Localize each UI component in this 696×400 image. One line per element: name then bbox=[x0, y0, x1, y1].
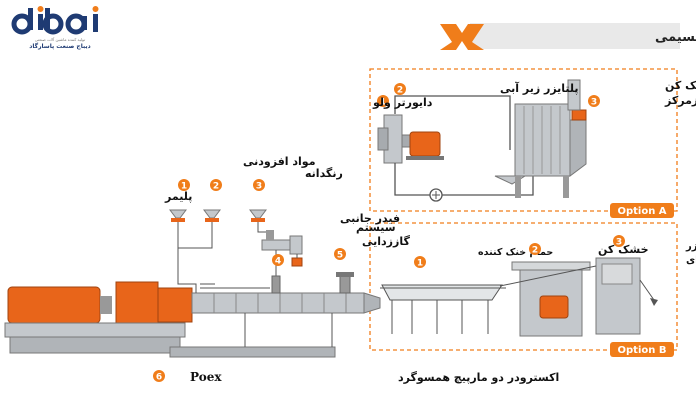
bath-number: 1 bbox=[417, 259, 423, 269]
header-x-icon bbox=[440, 24, 484, 50]
underwater-motor bbox=[409, 131, 441, 157]
bath-label: حمام خنک کننده bbox=[478, 247, 553, 258]
dryer-b-number: 2 bbox=[532, 246, 538, 256]
pigment-feeder bbox=[249, 209, 267, 219]
option-b-badge bbox=[610, 342, 674, 357]
logo-tagline: دیباج صنعت پاسارگاد bbox=[29, 42, 90, 50]
cooling-bath bbox=[381, 284, 503, 301]
extruder-label: اکسترودر دو مارپیچ همسوگرد bbox=[398, 371, 559, 384]
diverter-label: دایورتر ولو bbox=[372, 96, 433, 109]
underwater-number: 2 bbox=[397, 86, 403, 96]
strand-label-1: پلتایزر bbox=[685, 241, 696, 252]
underwater-label: پلتایزر زیر آبی bbox=[500, 81, 579, 95]
polymer-number-badge bbox=[178, 179, 190, 191]
pigment-label: رنگدانه bbox=[305, 167, 343, 180]
additives-label: مواد افزودنی bbox=[243, 155, 316, 168]
extruder-barrel bbox=[191, 292, 365, 314]
option-a-badge bbox=[610, 203, 674, 218]
pigment-number-badge bbox=[253, 179, 265, 191]
diverter-number-badge bbox=[377, 95, 389, 107]
side-feeder-number: 4 bbox=[275, 257, 281, 267]
diverter-number: 1 bbox=[380, 98, 386, 108]
option-a-badge-label: Option A bbox=[617, 206, 666, 217]
underwater-number-badge bbox=[394, 83, 406, 95]
main-motor bbox=[7, 286, 101, 324]
polymer-number: 1 bbox=[181, 182, 187, 192]
dryer-a-number-badge bbox=[588, 95, 600, 107]
option-b-panel: Option B 1 حمام خنک کننده 2 خشک کن 3 پلت… bbox=[369, 222, 696, 357]
side-feeder-label: فیدر جانبی bbox=[340, 212, 400, 225]
degassing-label-2: گاززدایی bbox=[362, 235, 410, 248]
degassing-label-1: سیستم bbox=[356, 221, 396, 234]
polymer-label: پلیمر bbox=[164, 190, 192, 203]
dryer-b-motor bbox=[539, 295, 569, 319]
dryer-b-label: خشک کن bbox=[598, 243, 649, 256]
dryer-b-number-badge bbox=[529, 243, 541, 255]
gearbox bbox=[115, 281, 159, 329]
bath-number-badge bbox=[414, 256, 426, 268]
additives-number: 2 bbox=[213, 182, 219, 192]
strand-number-badge bbox=[613, 235, 625, 247]
pigment-number: 3 bbox=[256, 182, 262, 192]
logo: تولید کننده ماشین آلات صنعتی دیباج صنعت … bbox=[11, 6, 99, 50]
additives-number-badge bbox=[210, 179, 222, 191]
polymer-feeder bbox=[169, 209, 187, 219]
extruder-brand: Poex bbox=[190, 370, 222, 384]
logo-tagline-top: تولید کننده ماشین آلات صنعتی bbox=[35, 37, 86, 42]
extruder-number: 6 bbox=[156, 373, 162, 383]
side-feeder-number-badge bbox=[272, 254, 284, 266]
strand-label-2: رشته ای bbox=[686, 255, 696, 266]
option-a-panel: Option A 1 دایورتر ولو 2 پلتایزر زیر آبی bbox=[369, 68, 696, 218]
extruder-number-badge bbox=[153, 370, 165, 382]
header: فرآیند تغذیه تقسیمی bbox=[440, 23, 696, 50]
degassing-unit bbox=[339, 275, 351, 294]
dryer-a-label-1: خشک کن bbox=[665, 79, 696, 92]
strand-number: 3 bbox=[616, 238, 622, 248]
degassing-number-badge bbox=[334, 248, 346, 260]
page-title: فرآیند تغذیه تقسیمی bbox=[655, 28, 696, 45]
extruder-line: 1 پلیمر 2 مواد افزودنی 3 رنگدانه 4 فیدر … bbox=[4, 155, 559, 384]
degassing-number: 5 bbox=[337, 251, 343, 261]
additives-feeder bbox=[203, 209, 221, 219]
dryer-a-label-2: گریزازمرکز bbox=[664, 94, 696, 107]
option-b-badge-label: Option B bbox=[618, 345, 667, 356]
dryer-a-number: 3 bbox=[591, 98, 597, 108]
